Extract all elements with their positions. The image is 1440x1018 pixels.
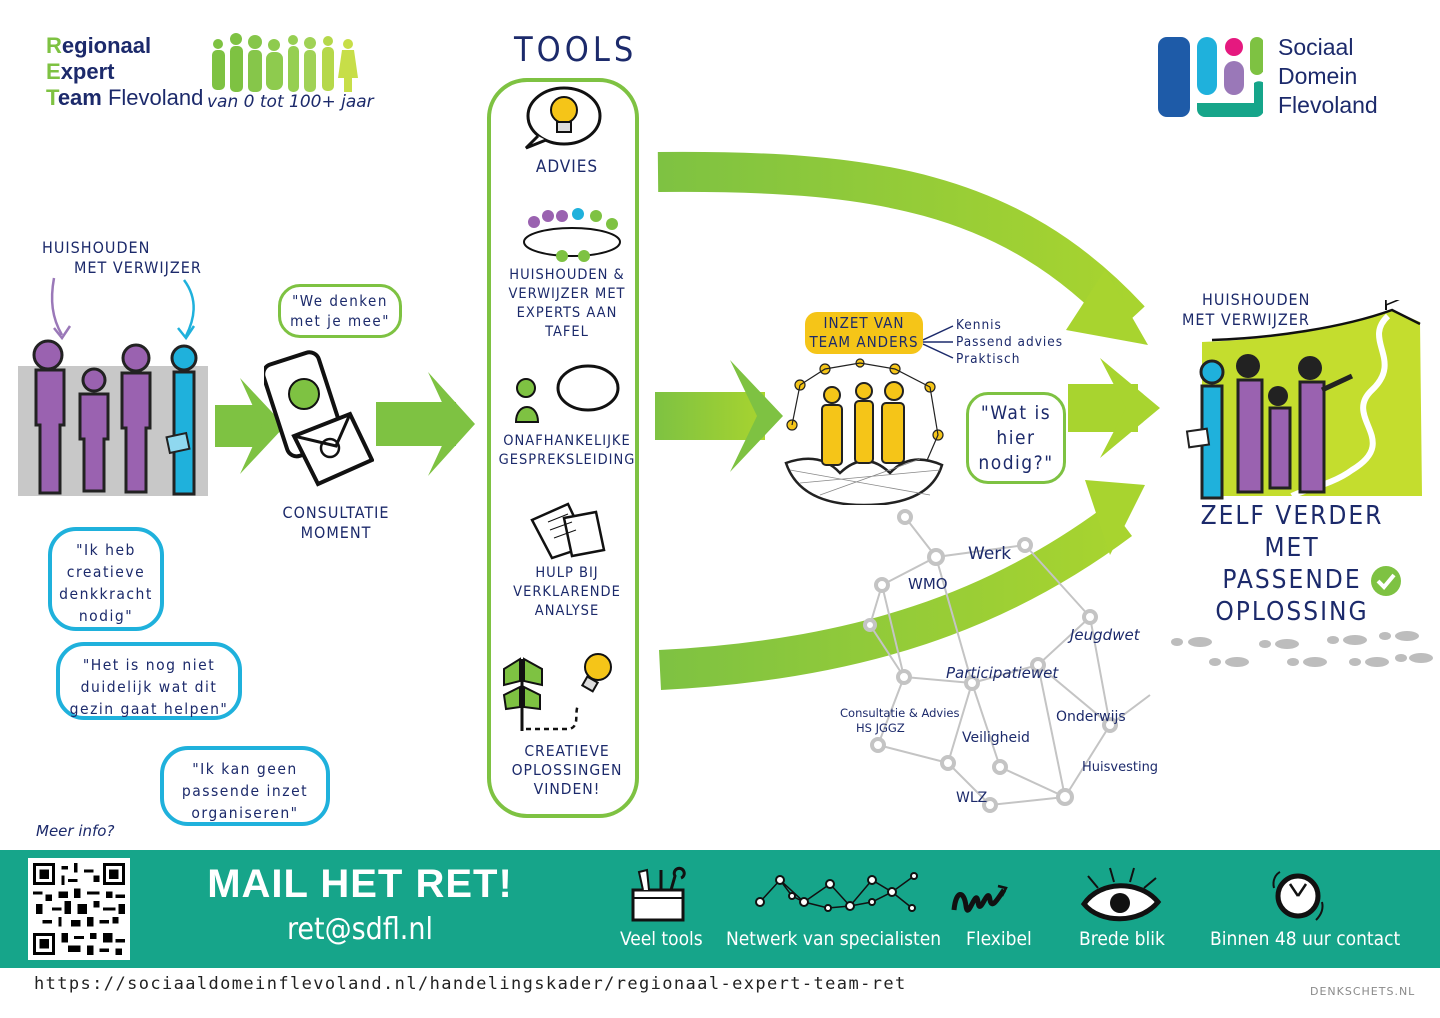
checkmark-icon <box>1371 566 1401 596</box>
path-to-summit-illustration <box>1185 300 1422 500</box>
footprints-icon <box>1171 631 1433 667</box>
sdfl-logo-text: Sociaal Domein Flevoland <box>1278 34 1378 118</box>
network-label: WLZ <box>956 790 988 806</box>
illustrator-credit: DENKSCHETS.NL <box>1310 985 1416 998</box>
feature-label: Binnen 48 uur contact <box>1210 928 1401 950</box>
arrow-advies-to-result <box>657 151 1145 334</box>
team-anders-bubble: "Wat is hier nodig?" <box>966 392 1066 484</box>
result-outcome: ZELF VERDER MET PASSENDE OPLOSSING <box>1200 501 1384 627</box>
feature-label: Veel tools <box>620 928 703 950</box>
network-label: Veiligheid <box>962 730 1030 746</box>
mail-address-link[interactable]: ret@sdfl.nl <box>286 912 433 947</box>
qr-code[interactable] <box>28 858 130 960</box>
clock-icon <box>1272 871 1324 921</box>
quote-bubble: "Ik kan geen passende inzet organiseren" <box>160 746 330 826</box>
tool-label: HUISHOUDEN & VERWIJZER MET EXPERTS AAN T… <box>508 267 626 340</box>
consultatie-bubble: "We denken met je mee" <box>278 284 402 338</box>
consultatie-label: CONSULTATIE MOMENT <box>282 503 390 542</box>
network-label: Jeugdwet <box>1070 626 1140 644</box>
feature-label: Brede blik <box>1079 928 1165 950</box>
arrow-team-to-result <box>1068 358 1160 458</box>
ret-logo: Regionaal Expert Team Flevoland <box>46 33 366 123</box>
connector-lines <box>923 325 954 359</box>
arrow-consultatie-to-tools <box>376 372 475 476</box>
ret-tagline: van 0 tot 100+ jaar <box>207 92 374 112</box>
network-label: Huisvesting <box>1082 760 1159 775</box>
household-label: HUISHOUDEN MET VERWIJZER <box>42 238 202 277</box>
flow-arrows <box>215 151 1160 690</box>
wave-arrow-icon <box>951 884 1008 913</box>
documents-icon <box>530 502 606 560</box>
team-anders-title: INZET VAN TEAM ANDERS <box>805 312 923 354</box>
tool-label: ADVIES <box>535 157 599 177</box>
toolbox-icon <box>631 866 686 922</box>
phone-email-icon <box>264 350 374 487</box>
ret-logo-line: Regionaal <box>46 33 152 58</box>
quote-bubble: "Ik heb creatieve denkkracht nodig" <box>48 527 164 631</box>
arrow-family-to-consultatie <box>215 378 285 474</box>
team-in-net-illustration <box>784 358 944 505</box>
footer-band <box>0 850 1440 968</box>
mail-title: MAIL HET RET! <box>207 862 513 906</box>
household-illustration <box>18 277 208 496</box>
ret-logo-line: Expert <box>46 59 115 84</box>
tool-label: HULP BIJ VERKLARENDE ANALYSE <box>513 565 621 619</box>
network-label: Onderwijs <box>1056 709 1126 725</box>
ret-logo-line: Team Flevoland <box>46 85 204 110</box>
team-anders-benefits: Kennis Passend advies Praktisch <box>956 317 1064 367</box>
feature-label: Netwerk van specialisten <box>726 928 942 950</box>
network-label: Consultatie & Advies <box>840 706 960 720</box>
feature-label: Flexibel <box>966 928 1032 950</box>
specialist-network <box>863 509 1151 813</box>
qr-code-icon <box>33 863 125 955</box>
network-label: HS JGGZ <box>856 721 905 735</box>
eye-icon <box>1080 867 1162 922</box>
round-table-meeting-icon <box>523 208 621 262</box>
signpost-lightbulb-icon <box>502 653 612 731</box>
lightbulb-speech-icon <box>524 86 602 150</box>
people-silhouettes-icon <box>212 33 358 92</box>
result-household-label: HUISHOUDEN MET VERWIJZER <box>1182 290 1311 329</box>
quote-bubble: "Het is nog niet duidelijk wat dit gezin… <box>56 642 242 720</box>
website-url-link[interactable]: https://sociaaldomeinflevoland.nl/handel… <box>34 974 907 994</box>
network-icon <box>755 872 918 912</box>
tool-label: CREATIEVE OPLOSSINGEN VINDEN! <box>511 742 623 798</box>
tools-title: TOOLS <box>514 30 638 70</box>
network-label: Participatiewet <box>946 664 1059 682</box>
tool-label: ONAFHANKELIJKE GESPREKSLEIDING <box>498 433 636 468</box>
meer-info-label: Meer info? <box>36 822 115 840</box>
sdfl-logo-mark <box>1158 37 1263 117</box>
network-label: WMO <box>908 575 948 593</box>
person-speech-icon <box>514 364 620 423</box>
tools-panel <box>487 78 639 818</box>
arrow-tools-to-team <box>655 360 783 472</box>
arrow-oplossingen-to-result <box>658 503 1132 690</box>
network-label: Werk <box>968 544 1012 564</box>
